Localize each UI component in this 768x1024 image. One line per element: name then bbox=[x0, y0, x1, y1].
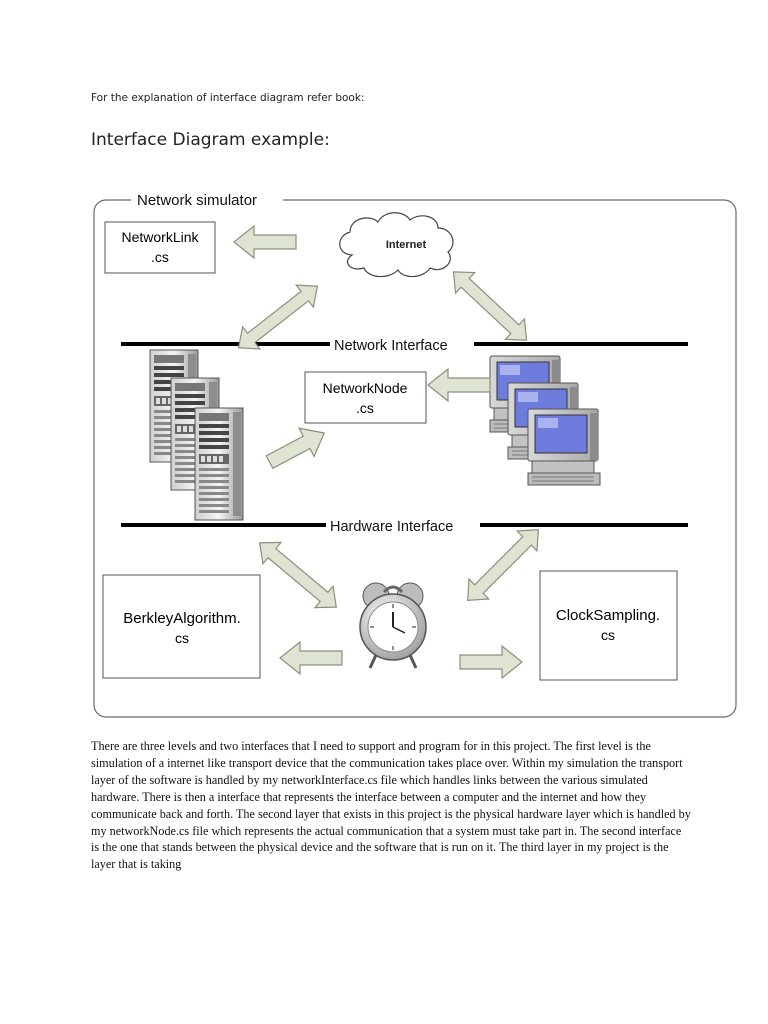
double-arrow-icon bbox=[229, 261, 549, 619]
clock-sampling-label-2: cs bbox=[601, 627, 615, 643]
network-link-box: NetworkLink .cs bbox=[104, 221, 216, 274]
arrow-servers-clock bbox=[250, 531, 346, 619]
network-node-label-2: .cs bbox=[356, 400, 374, 416]
arrow-internet-servers bbox=[229, 274, 327, 360]
page-title: Interface Diagram example: bbox=[91, 130, 330, 150]
simulator-frame bbox=[93, 199, 737, 718]
internet-label: Internet bbox=[386, 239, 427, 251]
arrow-clock-to-sampling bbox=[459, 645, 523, 679]
arrow-servers-to-node bbox=[261, 418, 333, 477]
alarm-clock-icon bbox=[359, 582, 427, 669]
network-link-label-1: NetworkLink bbox=[121, 229, 199, 245]
berkley-label-1: BerkleyAlgorithm. bbox=[123, 610, 241, 627]
berkley-label-2: cs bbox=[175, 630, 189, 646]
arrow-clock-to-berkley bbox=[279, 641, 343, 675]
body-paragraph: There are three levels and two interface… bbox=[91, 739, 691, 872]
server-rack-icon bbox=[149, 349, 244, 521]
arrow-to-networklink bbox=[233, 225, 297, 259]
network-interface-label: Network Interface bbox=[334, 338, 448, 354]
clock-sampling-box: ClockSampling. cs bbox=[539, 570, 678, 681]
intro-line: For the explanation of interface diagram… bbox=[91, 92, 365, 104]
hardware-interface-label: Hardware Interface bbox=[330, 519, 453, 535]
berkley-algorithm-box: BerkleyAlgorithm. cs bbox=[102, 574, 261, 679]
network-link-label-2: .cs bbox=[151, 249, 169, 265]
network-node-label-1: NetworkNode bbox=[323, 380, 408, 396]
arrow-computers-to-node bbox=[427, 368, 491, 402]
computer-monitor-icon bbox=[489, 355, 601, 486]
network-node-box: NetworkNode .cs bbox=[304, 371, 427, 424]
clock-sampling-label-1: ClockSampling. bbox=[556, 607, 660, 624]
frame-title: Network simulator bbox=[137, 192, 257, 209]
internet-cloud-icon: Internet bbox=[339, 212, 454, 278]
